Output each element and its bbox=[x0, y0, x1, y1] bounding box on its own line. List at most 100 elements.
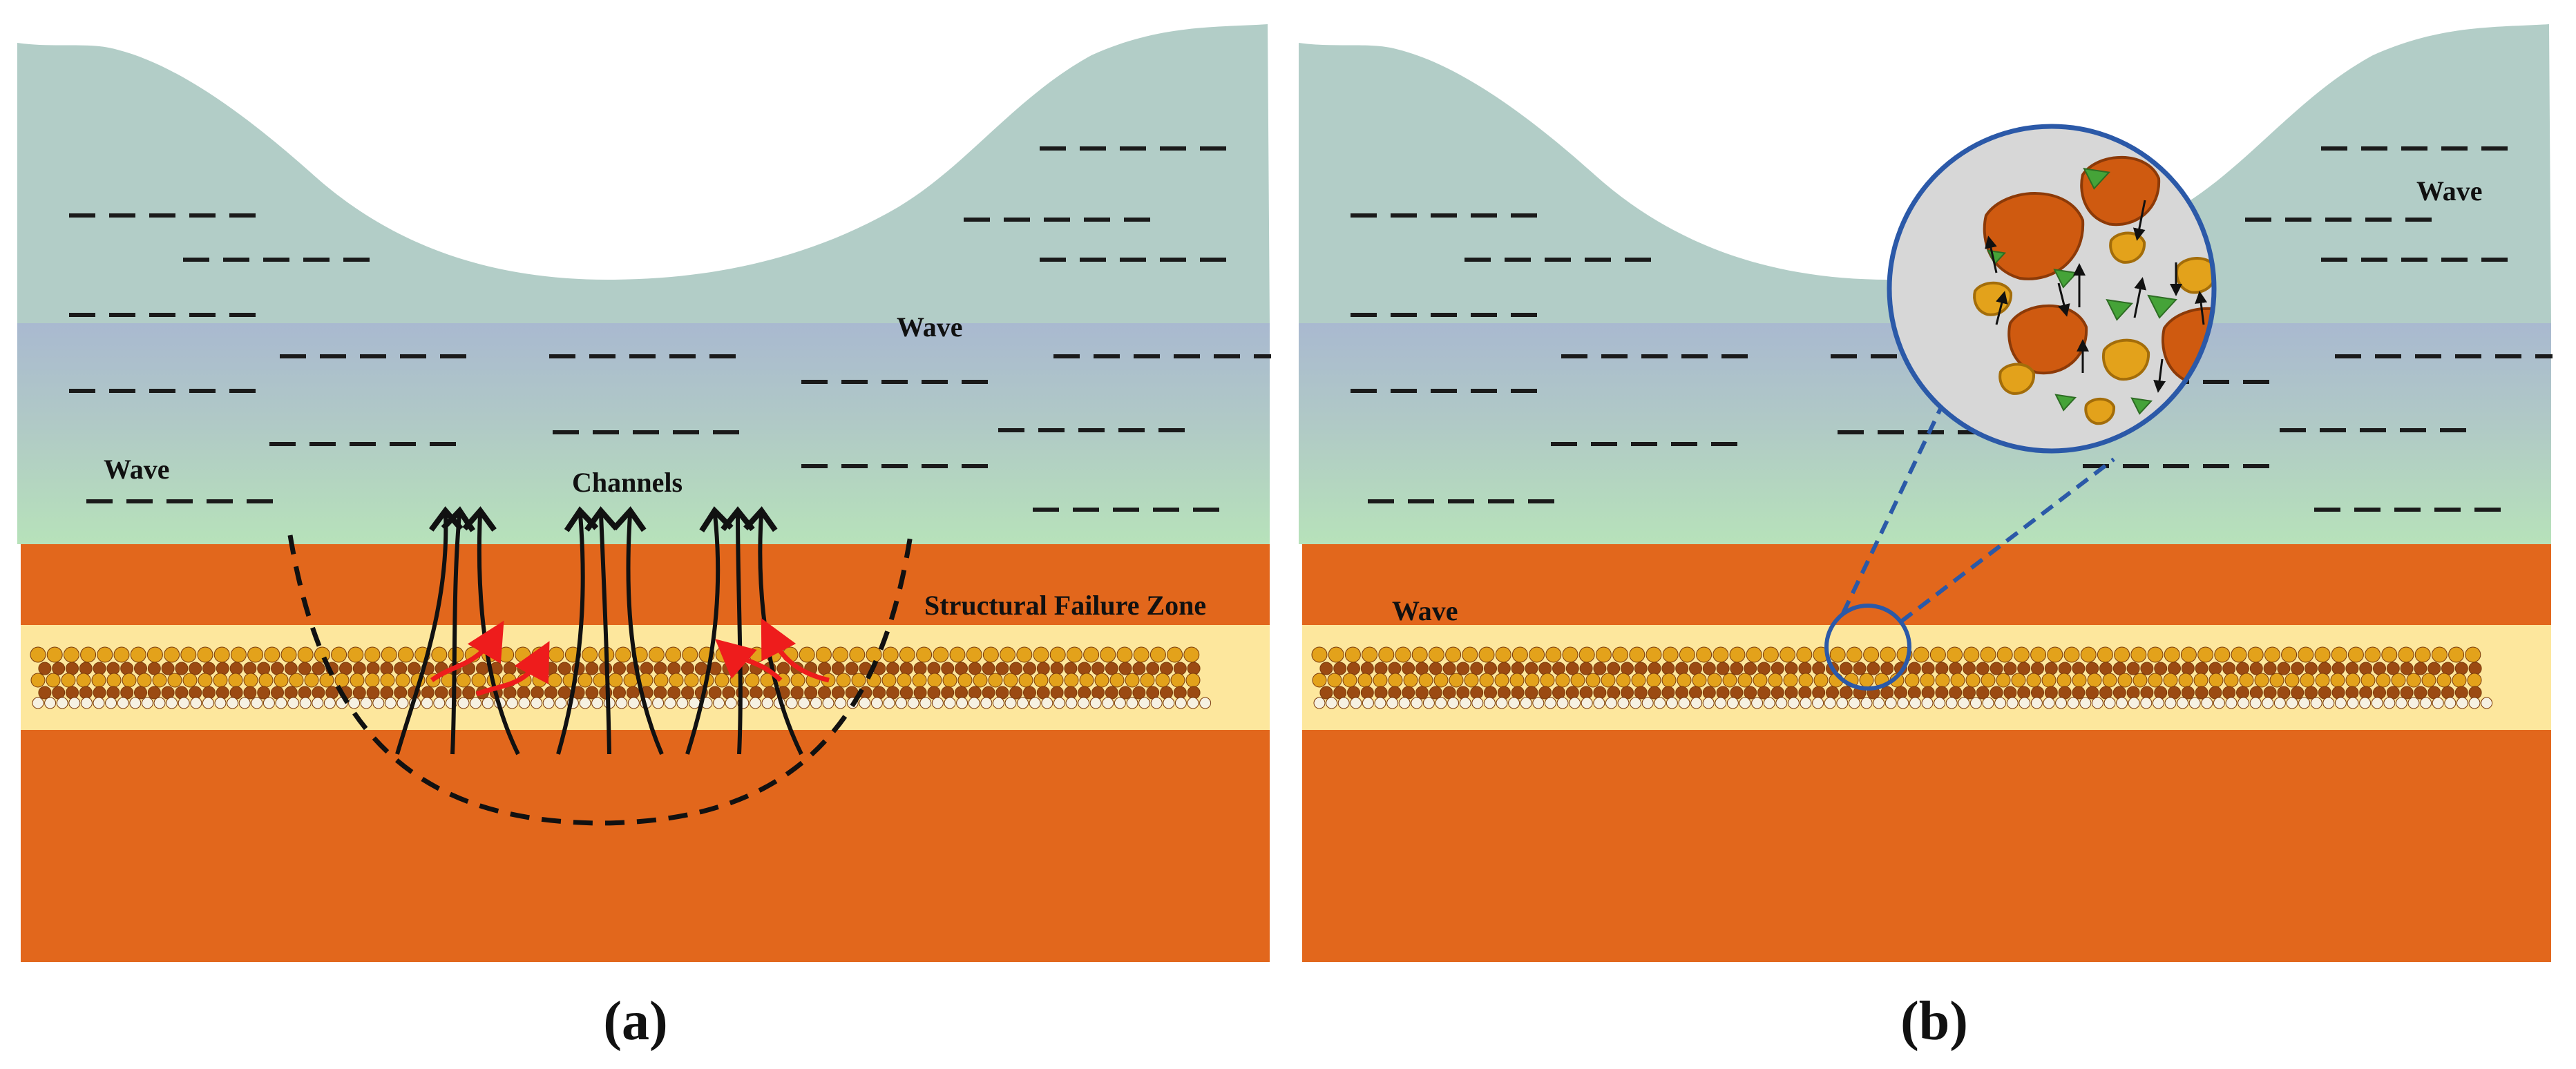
particle bbox=[284, 686, 298, 700]
particle bbox=[312, 686, 325, 700]
particle bbox=[1579, 662, 1593, 675]
particle bbox=[1415, 662, 1429, 675]
particle bbox=[30, 673, 46, 688]
particle bbox=[1109, 673, 1125, 688]
particle-fragment-icon bbox=[2053, 269, 2079, 289]
particle bbox=[2414, 686, 2427, 700]
particle bbox=[2044, 686, 2058, 700]
particle bbox=[1565, 686, 1579, 700]
particle bbox=[2249, 697, 2262, 709]
particle bbox=[1646, 673, 1661, 688]
particle bbox=[287, 697, 300, 709]
particle bbox=[1836, 697, 1849, 709]
particle bbox=[1929, 646, 1946, 663]
particle bbox=[2222, 686, 2236, 700]
particle bbox=[2030, 697, 2043, 709]
particle bbox=[1601, 673, 1616, 688]
particle bbox=[822, 697, 834, 709]
particle bbox=[1935, 686, 1949, 700]
particle bbox=[1634, 662, 1648, 675]
particle bbox=[117, 697, 129, 709]
particle bbox=[238, 697, 251, 709]
particle bbox=[2103, 697, 2116, 709]
particle bbox=[1064, 673, 1079, 688]
particle bbox=[2236, 686, 2249, 700]
particle bbox=[1722, 673, 1737, 688]
particle bbox=[1949, 686, 1963, 700]
particle bbox=[1965, 673, 1981, 688]
particle bbox=[882, 646, 899, 663]
particle bbox=[2055, 697, 2068, 709]
particle bbox=[1114, 697, 1126, 709]
particle bbox=[1690, 697, 1703, 709]
particle-fragment-icon bbox=[2054, 394, 2077, 412]
particle bbox=[1934, 697, 1946, 709]
particle bbox=[919, 697, 932, 709]
particle bbox=[916, 646, 933, 663]
particle bbox=[1360, 686, 1374, 700]
particle bbox=[1540, 673, 1555, 688]
particle bbox=[2277, 686, 2291, 700]
particle bbox=[1661, 686, 1675, 700]
channel-arrow-icon bbox=[584, 506, 619, 755]
particle bbox=[1160, 686, 1173, 700]
particle bbox=[1083, 646, 1100, 663]
particle bbox=[870, 697, 883, 709]
particle bbox=[46, 673, 61, 688]
particle bbox=[2359, 686, 2373, 700]
particle bbox=[2454, 662, 2468, 675]
particle bbox=[1780, 646, 1796, 663]
particle bbox=[818, 686, 831, 700]
particle bbox=[397, 697, 409, 709]
particle bbox=[1812, 697, 1824, 709]
particle bbox=[2314, 646, 2331, 663]
particle bbox=[1078, 686, 1091, 700]
particle bbox=[106, 662, 120, 675]
particle bbox=[1798, 662, 1812, 675]
flow-arrow-icon bbox=[430, 620, 504, 682]
particle bbox=[2373, 686, 2386, 700]
wave-label: Wave bbox=[2416, 175, 2483, 206]
particle bbox=[2330, 673, 2345, 688]
particle bbox=[1796, 646, 1813, 663]
particle-fragment-icon bbox=[2084, 397, 2116, 425]
particle bbox=[1102, 697, 1114, 709]
particle bbox=[665, 646, 682, 663]
particle bbox=[481, 697, 494, 709]
particle bbox=[653, 662, 667, 675]
particle bbox=[1429, 686, 1442, 700]
particle bbox=[1783, 673, 1798, 688]
particle bbox=[1494, 673, 1509, 688]
particle bbox=[56, 697, 68, 709]
particle bbox=[1520, 697, 1532, 709]
particle bbox=[1333, 686, 1347, 700]
particle bbox=[2318, 662, 2331, 675]
particle bbox=[1716, 662, 1730, 675]
particle bbox=[2140, 662, 2154, 675]
particle bbox=[1715, 697, 1727, 709]
particle bbox=[2168, 662, 2181, 675]
particle bbox=[1525, 673, 1540, 688]
particle bbox=[1739, 697, 1751, 709]
particle bbox=[2154, 686, 2168, 700]
particle bbox=[899, 646, 915, 663]
particle bbox=[2072, 673, 2087, 688]
particle bbox=[202, 697, 214, 709]
particle bbox=[1909, 697, 1921, 709]
particle bbox=[944, 697, 956, 709]
particle bbox=[804, 686, 818, 700]
particle bbox=[557, 686, 571, 700]
particle bbox=[1645, 646, 1662, 663]
particle bbox=[113, 646, 130, 663]
particle bbox=[1449, 673, 1464, 688]
particle bbox=[1326, 697, 1338, 709]
particle bbox=[682, 646, 698, 663]
particle bbox=[2097, 646, 2113, 663]
particle bbox=[1963, 662, 1976, 675]
particle bbox=[2117, 673, 2133, 688]
particle bbox=[623, 673, 638, 688]
particle bbox=[2181, 662, 2195, 675]
particle bbox=[585, 662, 599, 675]
particle bbox=[968, 686, 982, 700]
particle bbox=[763, 686, 776, 700]
